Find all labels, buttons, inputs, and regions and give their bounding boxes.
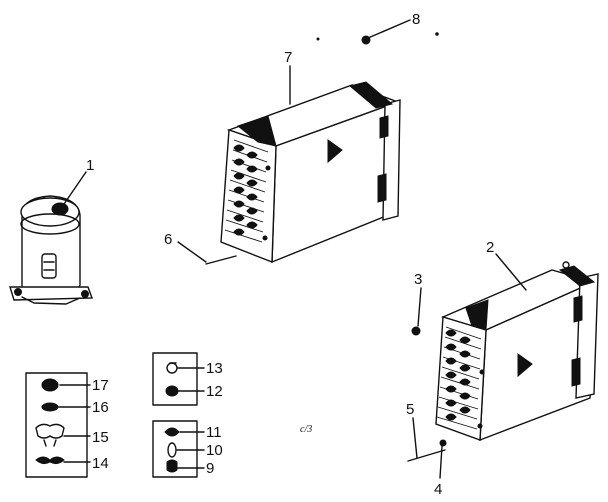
callout-3: 3 bbox=[414, 271, 422, 288]
callout-4: 4 bbox=[434, 481, 442, 498]
hardware-kit-14-17 bbox=[25, 372, 91, 478]
callout-17: 17 bbox=[92, 377, 109, 394]
callout-10: 10 bbox=[206, 442, 223, 459]
callout-14: 14 bbox=[92, 455, 109, 472]
stray-mark bbox=[435, 32, 439, 36]
compressor-part[interactable] bbox=[9, 195, 93, 305]
callout-16: 16 bbox=[92, 399, 109, 416]
leader-line-8 bbox=[367, 19, 411, 39]
stray-mark bbox=[316, 37, 320, 41]
tube-part-6[interactable] bbox=[205, 255, 237, 265]
tube-part-5[interactable] bbox=[407, 449, 446, 462]
diagram-code: c/3 bbox=[300, 424, 312, 435]
condenser-coil-part[interactable] bbox=[435, 261, 599, 442]
callout-5: 5 bbox=[406, 401, 414, 418]
callout-8: 8 bbox=[412, 11, 420, 28]
callout-9: 9 bbox=[206, 460, 214, 477]
callout-1: 1 bbox=[86, 157, 94, 174]
screw-part-4[interactable] bbox=[439, 439, 447, 447]
callout-12: 12 bbox=[206, 383, 223, 400]
callout-13: 13 bbox=[206, 360, 223, 377]
callout-2: 2 bbox=[486, 239, 494, 256]
leader-line-6 bbox=[177, 241, 207, 263]
evaporator-coil-part[interactable] bbox=[220, 81, 401, 264]
callout-15: 15 bbox=[92, 429, 109, 446]
leader-line-1 bbox=[61, 171, 87, 208]
leader-line-2 bbox=[495, 253, 527, 291]
callout-11: 11 bbox=[206, 424, 222, 441]
leader-line-4 bbox=[439, 445, 443, 479]
callout-6: 6 bbox=[164, 231, 172, 248]
callout-7: 7 bbox=[284, 49, 292, 66]
screw-part-3[interactable] bbox=[411, 326, 421, 336]
leader-line-3 bbox=[417, 287, 422, 327]
hardware-kit-12-13 bbox=[152, 352, 205, 406]
leader-line-5 bbox=[412, 417, 418, 459]
hardware-kit-9-11 bbox=[152, 420, 205, 478]
